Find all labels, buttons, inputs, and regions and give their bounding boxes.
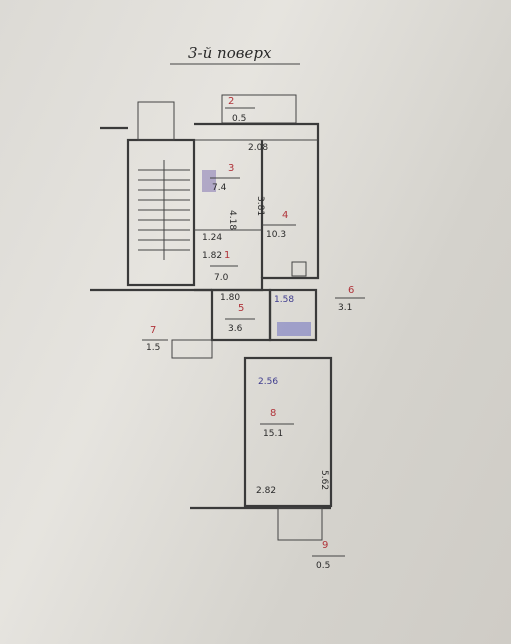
corner-fixture <box>291 261 307 277</box>
room-area-4: 10.3 <box>266 230 286 240</box>
room7-walls <box>171 339 213 359</box>
room8-walls <box>243 356 333 508</box>
dimension-label: 2.82 <box>256 486 276 496</box>
room-label-4: 4 <box>282 210 288 221</box>
dimension-label: 5.62 <box>319 470 329 490</box>
room-area-9: 0.5 <box>316 561 330 571</box>
dimension-label: 4.18 <box>227 210 237 230</box>
dimension-label: 1.80 <box>220 293 240 303</box>
room-label-1: 1 <box>224 250 230 261</box>
dimension-label: 1.82 <box>202 251 222 261</box>
room-area-1: 7.0 <box>214 273 229 283</box>
label-fraction-bars <box>142 107 365 557</box>
room-area-5: 3.6 <box>228 324 243 334</box>
room-label-8: 8 <box>270 408 276 419</box>
stairwell-window <box>137 101 175 141</box>
dimension-label: 1.24 <box>202 233 222 243</box>
stove-marker <box>202 170 216 192</box>
room-area-2: 0.5 <box>232 114 246 124</box>
dimension-label: 2.56 <box>258 377 278 387</box>
room6-walls <box>268 288 318 342</box>
stairwell-walls <box>126 138 196 287</box>
dimension-label: 2.08 <box>248 143 268 153</box>
room-area-7: 1.5 <box>146 343 160 353</box>
room-label-2: 2 <box>228 96 234 107</box>
bathtub <box>277 322 311 336</box>
stair-steps <box>138 160 190 260</box>
room-area-6: 3.1 <box>338 303 352 313</box>
room-area-8: 15.1 <box>263 429 283 439</box>
plan-title: 3-й поверх <box>188 44 272 62</box>
room-area-3: 7.4 <box>212 183 227 193</box>
room-label-7: 7 <box>150 325 156 336</box>
room-label-3: 3 <box>228 163 234 174</box>
room-label-6: 6 <box>348 285 354 296</box>
room-label-9: 9 <box>322 540 328 551</box>
room-label-5: 5 <box>238 303 244 314</box>
dimension-label: 1.58 <box>274 295 294 305</box>
dimension-label: 3.81 <box>255 196 265 216</box>
balcony-bottom <box>277 507 323 541</box>
